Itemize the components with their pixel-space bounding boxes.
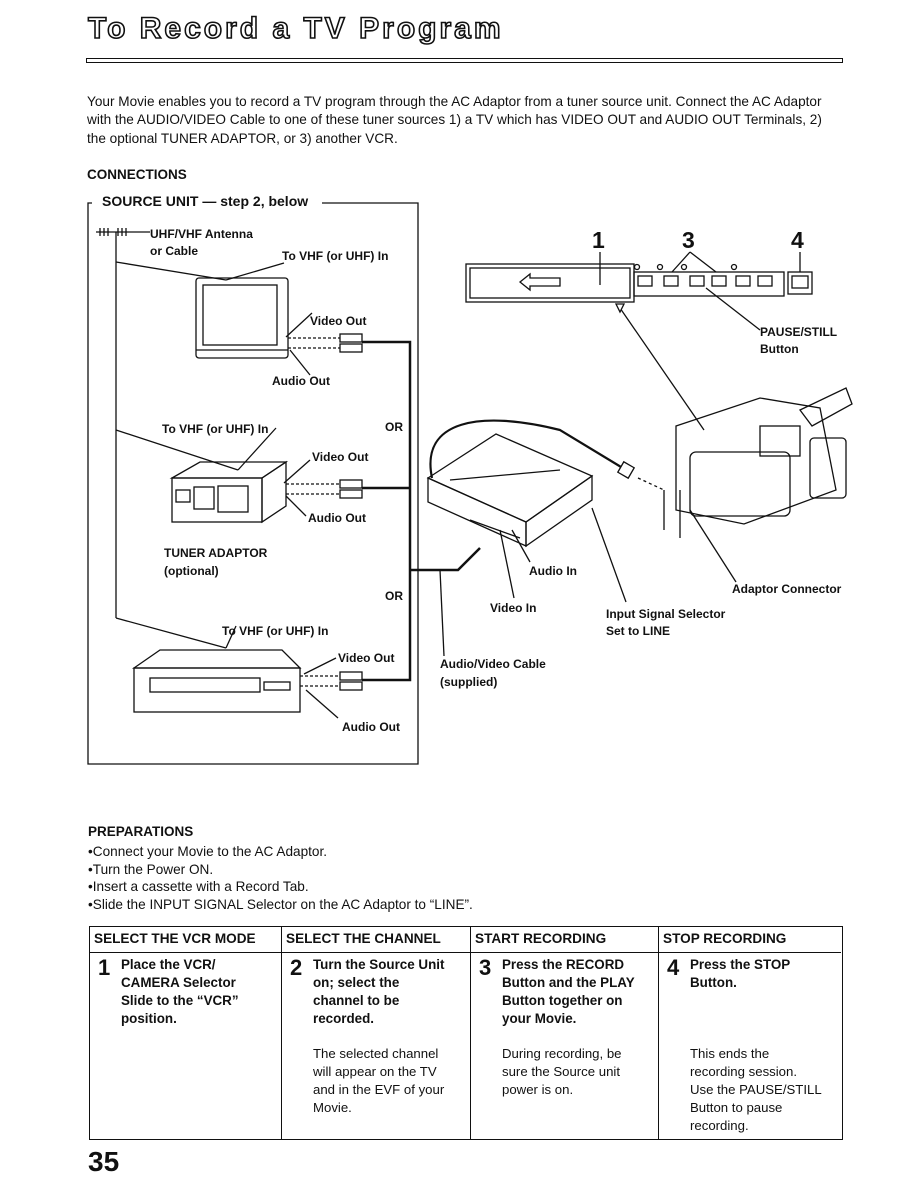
step-header: SELECT THE VCR MODE (90, 927, 281, 953)
list-item: Slide the INPUT SIGNAL Selector on the A… (88, 896, 473, 914)
pause-still-label: PAUSE/STILL (760, 325, 838, 339)
av-cable-supplied-label: (supplied) (440, 675, 498, 689)
list-item: Insert a cassette with a Record Tab. (88, 878, 473, 896)
step-column-4: STOP RECORDING 4 Press the STOP Button. … (658, 927, 841, 1139)
connection-diagram-drawing (87, 202, 853, 765)
connections-heading: CONNECTIONS (87, 167, 187, 182)
tv-icon (195, 277, 289, 359)
step-note: This ends the recording session. Use the… (690, 1046, 822, 1133)
audio-in-label: Audio In (529, 564, 577, 578)
antenna-label: UHF/VHF Antenna (150, 227, 253, 241)
or-label-1: OR (385, 420, 403, 434)
step-header: START RECORDING (471, 927, 658, 953)
or-cable-label: or Cable (150, 244, 199, 258)
set-to-line-label: Set to LINE (606, 624, 671, 638)
callout-1: 1 (592, 227, 605, 253)
camcorder-panel-icon (465, 251, 813, 331)
step-instruction: Press the STOP Button. (690, 957, 791, 990)
callout-4: 4 (791, 227, 804, 253)
step-number: 4 (667, 955, 680, 980)
step-note: During recording, be sure the Source uni… (502, 1046, 622, 1097)
connection-diagram: SOURCE UNIT — step 2, below UHF/VHF Ante… (0, 190, 918, 780)
source-unit-frame (87, 202, 419, 765)
step-header: STOP RECORDING (659, 927, 841, 953)
step-column-3: START RECORDING 3 Press the RECORD Butto… (470, 927, 658, 1139)
pause-still-button-label: Button (760, 342, 799, 356)
camcorder-icon (663, 387, 853, 538)
vcr-video-out-label: Video Out (338, 651, 395, 665)
tuner-optional-label: (optional) (164, 564, 219, 578)
step-number: 3 (479, 955, 492, 980)
tuner-adaptor-icon (169, 460, 289, 524)
tuner-video-out-label: Video Out (312, 450, 369, 464)
source-unit-label: SOURCE UNIT — step 2, below (102, 193, 309, 209)
step-header: SELECT THE CHANNEL (282, 927, 470, 953)
or-label-2: OR (385, 589, 403, 603)
vcr-audio-out-label: Audio Out (342, 720, 400, 734)
vcr-icon (131, 649, 302, 713)
tv-vhf-in-label: To VHF (or UHF) In (282, 249, 389, 263)
step-number: 1 (98, 955, 111, 980)
list-item: Turn the Power ON. (88, 861, 473, 879)
page-title: To Record a TV Program (87, 11, 504, 46)
step-note: The selected channel will appear on the … (313, 1046, 445, 1115)
step-instruction: Turn the Source Unit on; select the chan… (313, 957, 445, 1026)
page-number: 35 (88, 1146, 120, 1177)
step-instruction: Press the RECORD Button and the PLAY But… (502, 957, 635, 1026)
intro-paragraph: Your Movie enables you to record a TV pr… (87, 94, 822, 146)
adaptor-connector-label: Adaptor Connector (732, 582, 842, 596)
tuner-adaptor-label: TUNER ADAPTOR (164, 546, 268, 560)
tuner-audio-out-label: Audio Out (308, 511, 366, 525)
tv-audio-out-label: Audio Out (272, 374, 330, 388)
tuner-vhf-in-label: To VHF (or UHF) In (162, 422, 269, 436)
tv-video-out-label: Video Out (310, 314, 367, 328)
preparations-heading: PREPARATIONS (88, 824, 194, 839)
input-selector-label: Input Signal Selector (606, 607, 726, 621)
step-instruction: Place the VCR/ CAMERA Selector Slide to … (121, 957, 239, 1026)
callout-3: 3 (682, 227, 695, 253)
step-column-2: SELECT THE CHANNEL 2 Turn the Source Uni… (281, 927, 470, 1139)
list-item: Connect your Movie to the AC Adaptor. (88, 843, 473, 861)
title-underline (86, 58, 843, 63)
step-number: 2 (290, 955, 303, 980)
ac-adaptor-icon (426, 433, 594, 548)
antenna-icon (96, 228, 285, 649)
av-cable-label: Audio/Video Cable (440, 657, 546, 671)
preparations-list: Connect your Movie to the AC Adaptor. Tu… (88, 843, 473, 913)
step-column-1: SELECT THE VCR MODE 1 Place the VCR/ CAM… (90, 927, 281, 1139)
video-in-label: Video In (490, 601, 537, 615)
vcr-vhf-in-label: To VHF (or UHF) In (222, 624, 329, 638)
steps-table: SELECT THE VCR MODE 1 Place the VCR/ CAM… (89, 926, 843, 1140)
